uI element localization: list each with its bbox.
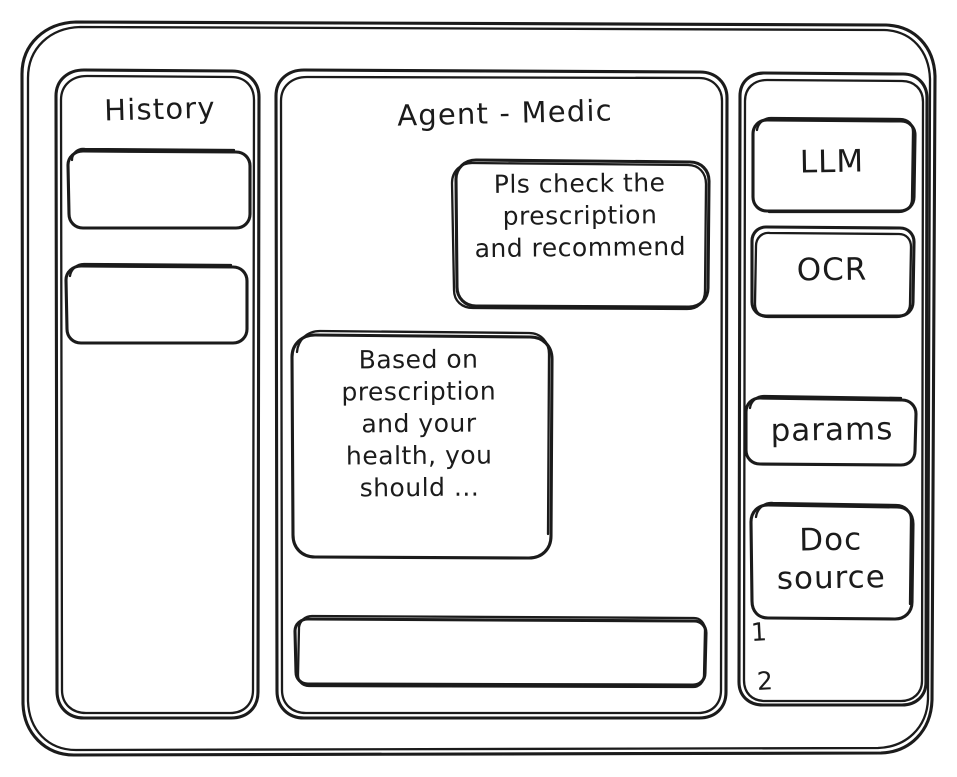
history-item-2[interactable] <box>66 265 248 344</box>
tool-ocr-frame <box>750 225 916 319</box>
history-item-2-frame <box>64 262 249 345</box>
tool-llm[interactable] <box>752 118 916 213</box>
assistant-message-bubble-frame <box>290 329 554 560</box>
agent-panel-frame <box>274 68 729 720</box>
tool-params-frame <box>744 394 918 467</box>
tool-ocr[interactable] <box>752 227 915 318</box>
history-item-1-frame <box>66 147 252 230</box>
history-panel-frame <box>54 68 261 720</box>
user-message-bubble-frame <box>450 158 711 311</box>
composer-input[interactable] <box>295 616 707 688</box>
tool-doc-source-frame <box>749 501 915 621</box>
tools-panel-frame <box>737 71 929 707</box>
tool-llm-frame <box>751 116 917 214</box>
assistant-message-bubble <box>292 331 553 559</box>
composer-input-frame <box>293 614 708 689</box>
tool-params[interactable] <box>746 396 917 466</box>
user-message-bubble <box>452 160 710 310</box>
tool-doc-source[interactable] <box>751 503 914 620</box>
history-item-1[interactable] <box>68 150 251 229</box>
app-window-frame <box>20 20 937 757</box>
